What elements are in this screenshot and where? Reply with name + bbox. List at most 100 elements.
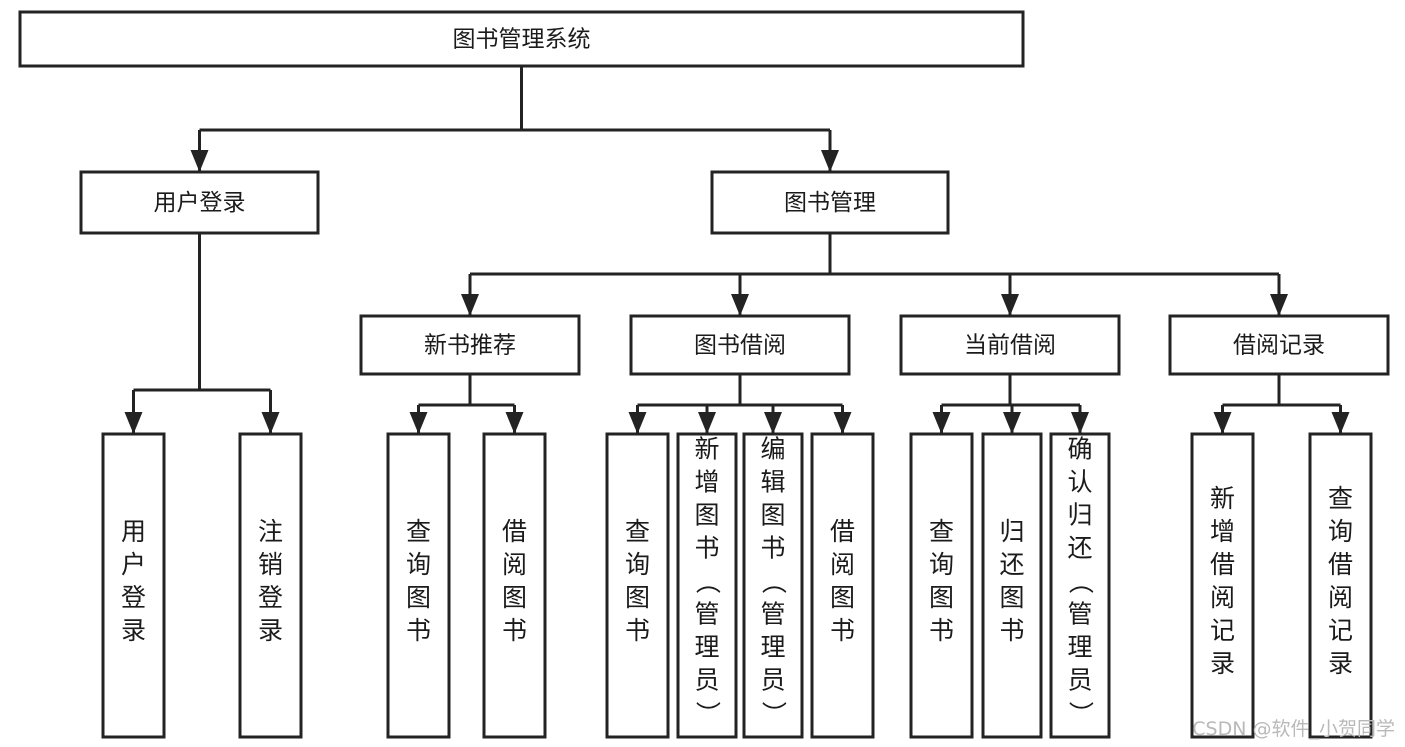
node-leaf-11-box[interactable]	[1190, 432, 1255, 739]
arrow-head-icon	[1270, 294, 1288, 316]
node-l2-1[interactable]: 图书借阅	[629, 314, 851, 376]
svg-text:理: 理	[760, 633, 785, 662]
node-l2-0[interactable]: 新书推荐	[359, 314, 581, 376]
node-leaf-2-box[interactable]	[386, 432, 451, 739]
node-l2-1-box[interactable]	[629, 314, 851, 376]
node-leaf-10-box[interactable]	[1049, 432, 1111, 739]
svg-text:图: 图	[502, 583, 527, 612]
node-leaf-4-box[interactable]	[605, 432, 670, 739]
svg-text:询: 询	[1328, 517, 1353, 546]
node-boxes: 图书管理系统用户登录图书管理新书推荐图书借阅当前借阅借阅记录用户登录注销登录查询…	[18, 10, 1390, 739]
svg-text:管: 管	[694, 600, 719, 629]
arrow-head-icon	[261, 412, 280, 434]
node-l1-0-box[interactable]	[79, 170, 320, 235]
node-l2-3-label: 借阅记录	[1233, 333, 1325, 359]
svg-text:销: 销	[258, 550, 283, 579]
svg-text:）: ）	[759, 701, 788, 726]
svg-text:用: 用	[121, 517, 146, 546]
node-l1-1-label: 图书管理	[784, 190, 876, 216]
node-l2-3-box[interactable]	[1168, 314, 1390, 376]
svg-text:录: 录	[121, 616, 146, 645]
svg-text:图: 图	[406, 583, 431, 612]
svg-text:登: 登	[258, 583, 283, 612]
svg-text:图: 图	[694, 501, 719, 530]
node-l2-2[interactable]: 当前借阅	[899, 314, 1121, 376]
arrow-head-icon	[409, 412, 428, 434]
connector-lines	[124, 66, 1350, 434]
arrow-head-icon	[190, 150, 209, 172]
node-leaf-5-box[interactable]	[676, 432, 738, 739]
arrow-head-icon	[1003, 412, 1021, 434]
node-l1-1[interactable]: 图书管理	[710, 170, 950, 235]
node-leaf-8-box[interactable]	[909, 432, 974, 739]
svg-text:（: （	[759, 569, 788, 594]
svg-text:归: 归	[1067, 501, 1092, 530]
node-l2-0-label: 新书推荐	[424, 333, 516, 359]
arrow-head-icon	[124, 412, 143, 434]
svg-text:询: 询	[625, 550, 650, 579]
node-l1-0[interactable]: 用户登录	[79, 170, 320, 235]
node-leaf-6-box[interactable]	[742, 432, 804, 739]
node-leaf-3-box[interactable]	[482, 432, 547, 739]
svg-text:管: 管	[1067, 600, 1092, 629]
node-root[interactable]: 图书管理系统	[18, 10, 1025, 68]
svg-text:新: 新	[1210, 484, 1235, 513]
svg-text:图: 图	[999, 583, 1024, 612]
svg-text:归: 归	[999, 517, 1024, 546]
node-leaf-1-box[interactable]	[238, 432, 303, 739]
svg-text:新: 新	[694, 435, 719, 464]
node-l2-2-label: 当前借阅	[964, 333, 1056, 359]
svg-text:阅: 阅	[502, 550, 527, 579]
svg-text:借: 借	[830, 517, 855, 546]
svg-text:询: 询	[929, 550, 954, 579]
svg-text:户: 户	[121, 550, 146, 579]
node-leaf-0[interactable]: 用户登录	[101, 432, 166, 739]
svg-text:查: 查	[929, 517, 954, 546]
svg-text:（: （	[693, 569, 722, 594]
svg-text:员: 员	[1067, 666, 1092, 695]
arrow-head-icon	[1331, 412, 1350, 434]
node-leaf-0-box[interactable]	[101, 432, 166, 739]
svg-text:图: 图	[929, 583, 954, 612]
node-l2-3[interactable]: 借阅记录	[1168, 314, 1390, 376]
node-leaf-9-box[interactable]	[981, 432, 1043, 739]
svg-text:书: 书	[625, 616, 650, 645]
svg-text:还: 还	[1067, 534, 1092, 563]
svg-text:阅: 阅	[1210, 583, 1235, 612]
svg-text:书: 书	[406, 616, 431, 645]
node-l2-2-box[interactable]	[899, 314, 1121, 376]
svg-text:书: 书	[694, 534, 719, 563]
node-leaf-7-box[interactable]	[810, 432, 875, 739]
node-l2-0-box[interactable]	[359, 314, 581, 376]
node-leaf-12-box[interactable]	[1308, 432, 1373, 739]
svg-text:阅: 阅	[830, 550, 855, 579]
arrow-head-icon	[932, 412, 951, 434]
arrow-head-icon	[731, 294, 749, 316]
svg-text:员: 员	[694, 666, 719, 695]
node-l1-1-box[interactable]	[710, 170, 950, 235]
svg-text:增: 增	[1210, 517, 1235, 546]
svg-text:增: 增	[694, 468, 719, 497]
svg-text:）: ）	[1066, 701, 1095, 726]
svg-text:辑: 辑	[760, 468, 785, 497]
node-root-box[interactable]	[18, 10, 1025, 68]
